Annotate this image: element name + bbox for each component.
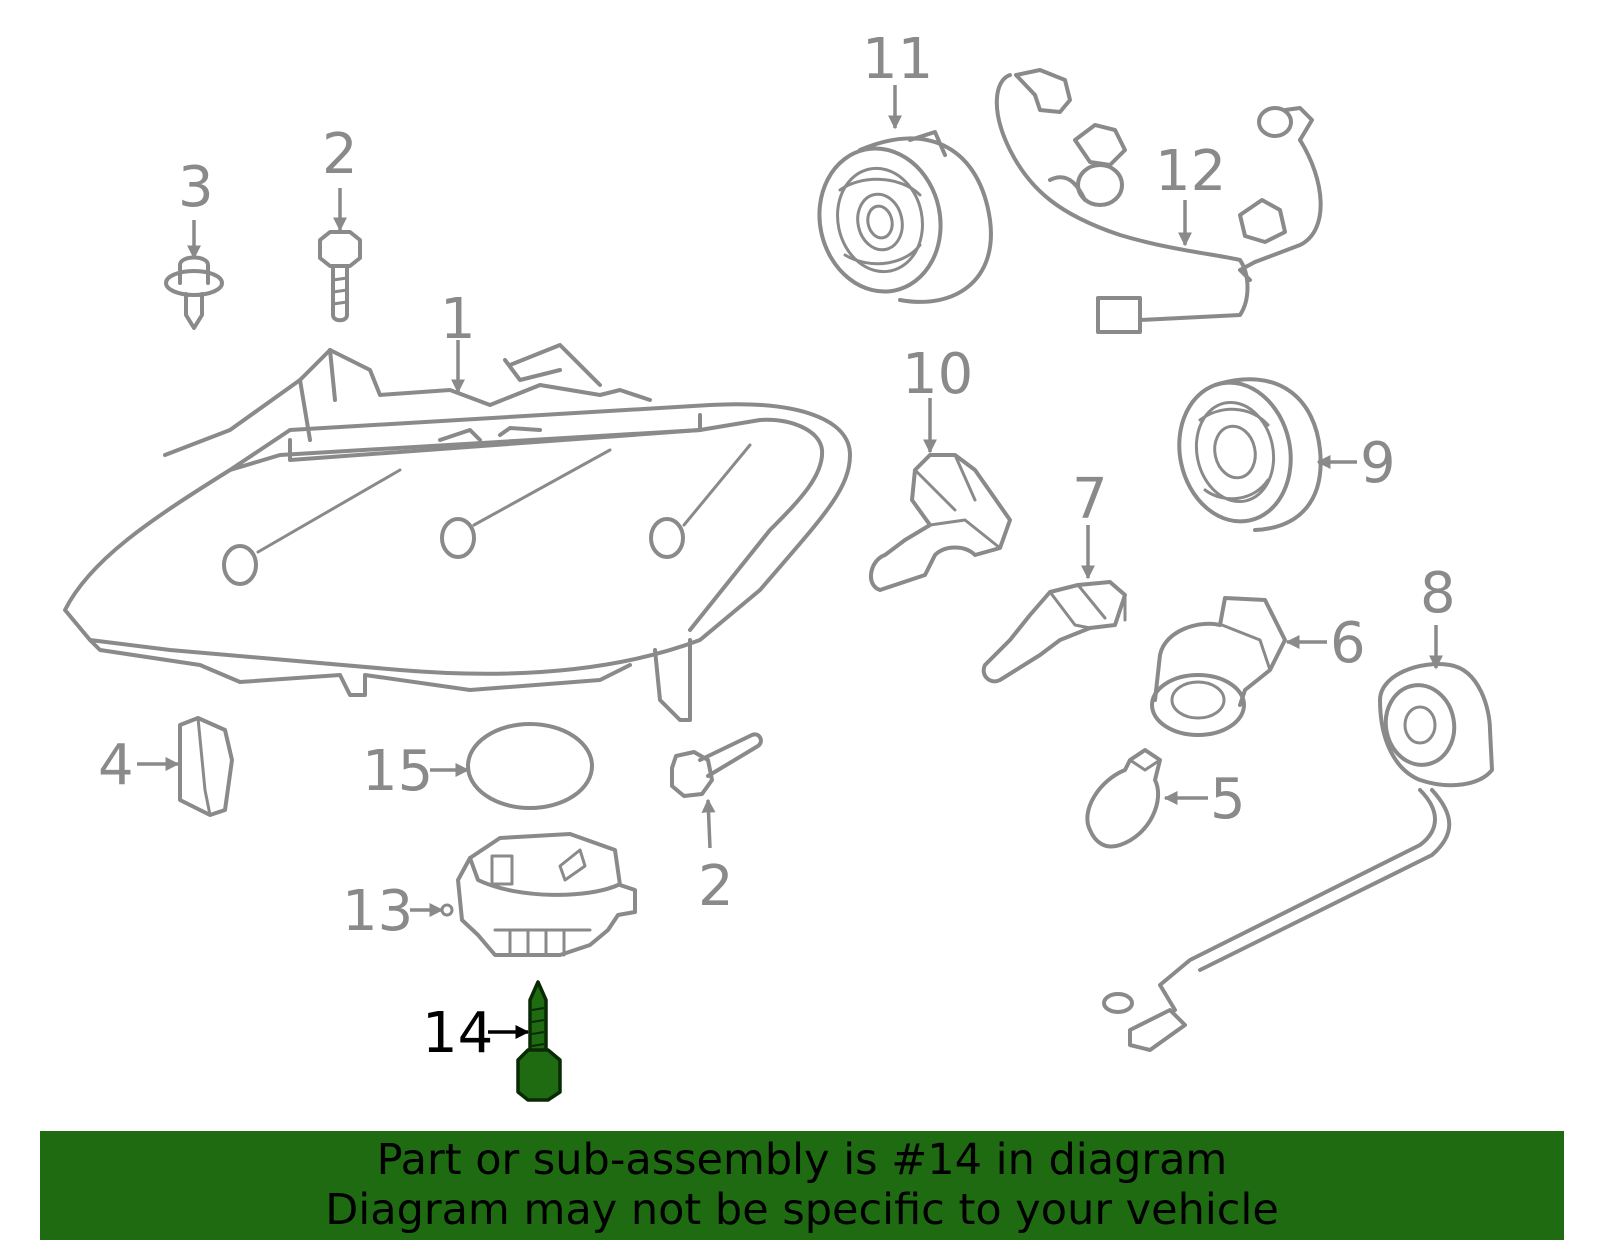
bolt-part-2-upper[interactable] xyxy=(318,230,362,323)
bulb-part-5[interactable] xyxy=(1085,748,1162,849)
info-banner: Part or sub-assembly is #14 in diagram D… xyxy=(40,1131,1564,1240)
callout-3: 3 xyxy=(178,155,214,220)
callout-7: 7 xyxy=(1072,467,1108,532)
headlamp-assembly-part-1[interactable] xyxy=(63,343,852,722)
callout-8: 8 xyxy=(1420,561,1456,626)
bolt-part-14-highlighted[interactable] xyxy=(516,980,562,1102)
callout-1: 1 xyxy=(440,287,476,352)
wiring-harness-part-12[interactable] xyxy=(994,68,1323,334)
callout-13: 13 xyxy=(342,879,413,944)
callout-2-upper: 2 xyxy=(322,122,358,187)
bolt-part-2-lower[interactable] xyxy=(670,732,763,798)
clip-part-3[interactable] xyxy=(164,255,224,330)
socket-part-6[interactable] xyxy=(1150,596,1287,737)
cap-part-11[interactable] xyxy=(806,130,993,304)
banner-line-1: Part or sub-assembly is #14 in diagram xyxy=(376,1135,1228,1185)
socket-harness-part-8[interactable] xyxy=(1102,662,1494,1052)
bracket-part-4[interactable] xyxy=(178,716,234,817)
callout-labels: 1 2 3 4 15 2 13 14 11 12 10 9 7 6 8 5 xyxy=(98,27,1456,1066)
callout-15: 15 xyxy=(362,739,433,804)
bulb-socket-part-7[interactable] xyxy=(981,580,1127,684)
callout-4: 4 xyxy=(98,733,134,798)
callout-14: 14 xyxy=(422,1001,493,1066)
callout-12: 12 xyxy=(1155,139,1226,204)
ballast-part-13[interactable] xyxy=(440,832,637,957)
bulb-part-10[interactable] xyxy=(869,453,1012,592)
callout-10: 10 xyxy=(902,342,973,407)
leader-arrows xyxy=(137,85,1443,1039)
callout-11: 11 xyxy=(862,27,933,92)
cap-part-9[interactable] xyxy=(1167,372,1323,532)
callout-6: 6 xyxy=(1330,611,1366,676)
o-ring-part-15[interactable] xyxy=(466,722,594,810)
callout-5: 5 xyxy=(1210,767,1246,832)
callout-9: 9 xyxy=(1360,431,1396,496)
callout-2-lower: 2 xyxy=(698,854,734,919)
banner-line-2: Diagram may not be specific to your vehi… xyxy=(325,1185,1279,1235)
